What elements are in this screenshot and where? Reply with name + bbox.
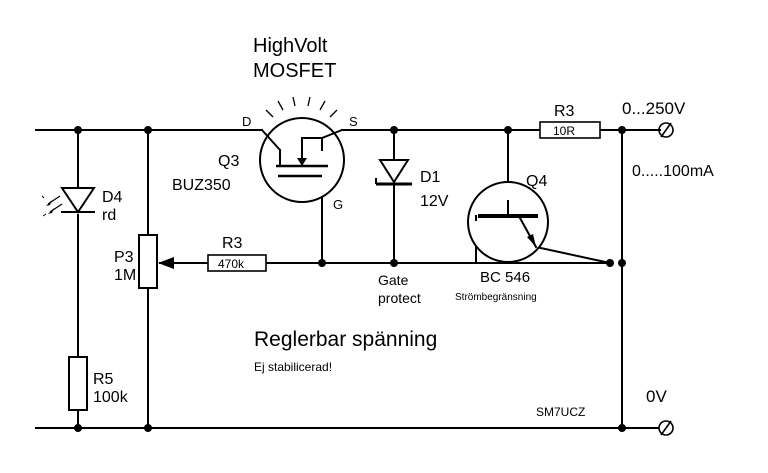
output-ground-label: 0V [646,387,667,406]
r5-ref-label: R5 [93,371,114,388]
led-d4-symbol [41,187,96,217]
resistor-r5-body [68,356,88,411]
transistor-ref-label: Q4 [526,173,547,190]
output-current-label: 0.....100mA [632,163,714,180]
gate-resistor-ref-label: R3 [222,235,243,252]
output-terminal-top [658,122,674,138]
gate-resistor-value-label: 470k [218,257,245,271]
mosfet-part-label: BUZ350 [172,177,231,194]
mosfet-q3-symbol [259,96,345,203]
caption-main: Reglerbar spänning [254,328,437,351]
author-label: SM7UCZ [536,405,585,419]
resistor-r3-gate-body [207,254,267,272]
output-voltage-label: 0...250V [622,99,686,118]
title-line1: HighVolt [253,35,328,57]
junction-dots [74,126,626,432]
zener-d1-symbol [375,159,412,186]
gate-protect-line1: Gate [378,272,409,288]
zener-ref-label: D1 [420,169,441,186]
shunt-value-label: 10R [553,124,575,138]
caption-sub: Ej stabilicerad! [254,360,332,374]
shunt-ref-label: R3 [554,103,575,120]
transistor-part-label: BC 546 [480,269,530,286]
transistor-note-label: Strömbegränsning [455,292,537,303]
gate-protect-line2: protect [378,290,421,306]
pot-value-label: 1M [114,267,136,284]
transistor-q4-symbol [467,181,549,263]
r5-value-label: 100k [93,389,129,406]
title-line2: MOSFET [253,60,336,82]
zener-voltage-label: 12V [420,193,449,210]
led-ref-label: D4 [102,189,123,206]
potentiometer-p3-body [138,234,158,289]
resistor-r3-shunt-body [539,121,601,139]
led-color-label: rd [102,207,116,224]
output-terminal-bottom [658,420,674,436]
pot-ref-label: P3 [114,249,134,266]
potentiometer-wiper-arrow [158,257,174,269]
mosfet-gate-label: G [333,197,343,212]
mosfet-drain-label: D [242,114,251,129]
mosfet-ref-label: Q3 [218,153,239,170]
mosfet-source-label: S [349,114,358,129]
